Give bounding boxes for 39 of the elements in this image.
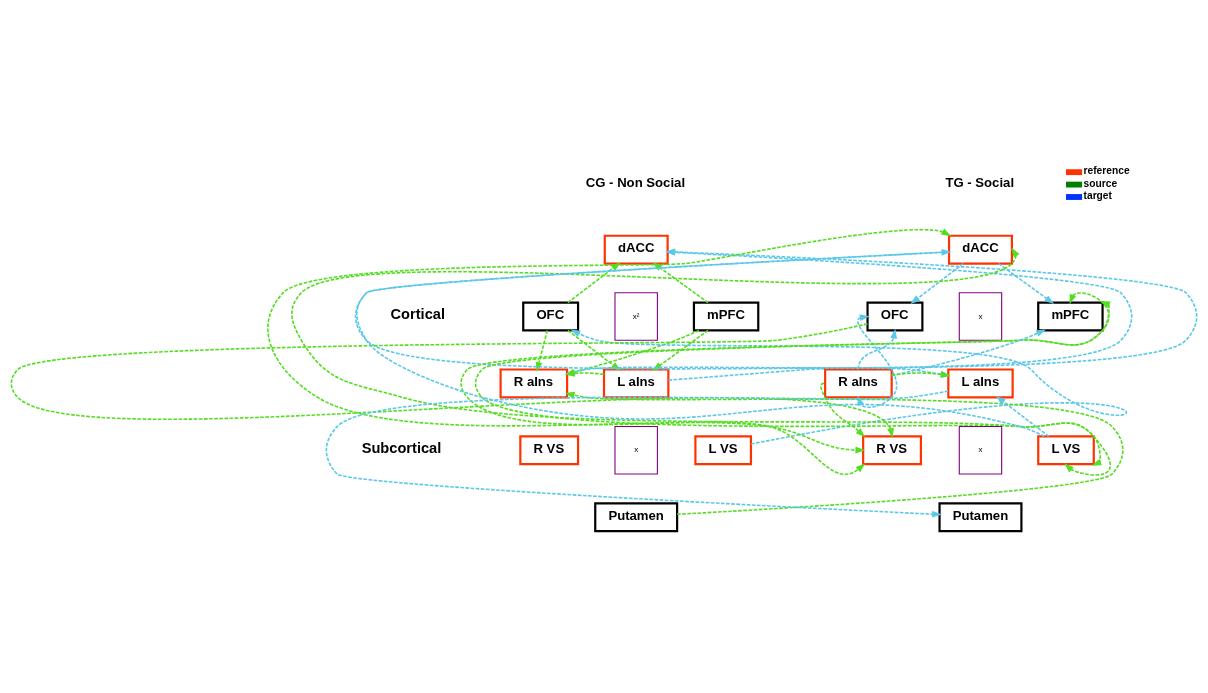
- node-box: dACC: [947, 234, 1013, 265]
- node-box: dACC: [603, 234, 669, 265]
- node-box: R VS: [519, 435, 580, 466]
- node-box: Putamen: [594, 502, 679, 533]
- node-box: x²: [614, 292, 658, 341]
- legend-label: target: [1083, 189, 1112, 201]
- node-box: R aIns: [499, 368, 569, 399]
- label: TG - Social: [945, 174, 1015, 190]
- arrow: [570, 329, 1127, 445]
- legend-label: reference: [1083, 165, 1130, 177]
- node-box: L aIns: [602, 368, 670, 399]
- arrow: [910, 262, 964, 305]
- arrow: [356, 248, 1046, 438]
- node-box: OFC: [866, 301, 924, 332]
- node-box: L aIns: [947, 368, 1014, 399]
- arrow: [564, 391, 1124, 516]
- node-box: x: [958, 426, 1003, 475]
- label: CG - Non Social: [585, 174, 686, 190]
- arrow: [291, 247, 1102, 466]
- arrow: [535, 329, 549, 372]
- arrow: [325, 390, 949, 518]
- node-box: OFC: [522, 301, 580, 332]
- node-box: mPFC: [1037, 301, 1104, 332]
- node-box: mPFC: [692, 301, 760, 332]
- arrow: [995, 395, 1050, 438]
- node-box: L VS: [694, 435, 753, 466]
- arrow: [10, 323, 894, 439]
- node-box: Putamen: [938, 502, 1023, 533]
- arrow: [997, 262, 1055, 304]
- node-box: R VS: [862, 435, 922, 466]
- node-box: R aIns: [824, 368, 893, 399]
- label: Cortical: [390, 306, 445, 323]
- legend-label: source: [1083, 177, 1118, 189]
- label: Subcortical: [361, 440, 442, 457]
- node-box: x: [958, 292, 1003, 341]
- arrow: [857, 328, 897, 371]
- node-box: x: [614, 426, 658, 475]
- node-box: L VS: [1037, 435, 1095, 466]
- arrow: [567, 329, 621, 371]
